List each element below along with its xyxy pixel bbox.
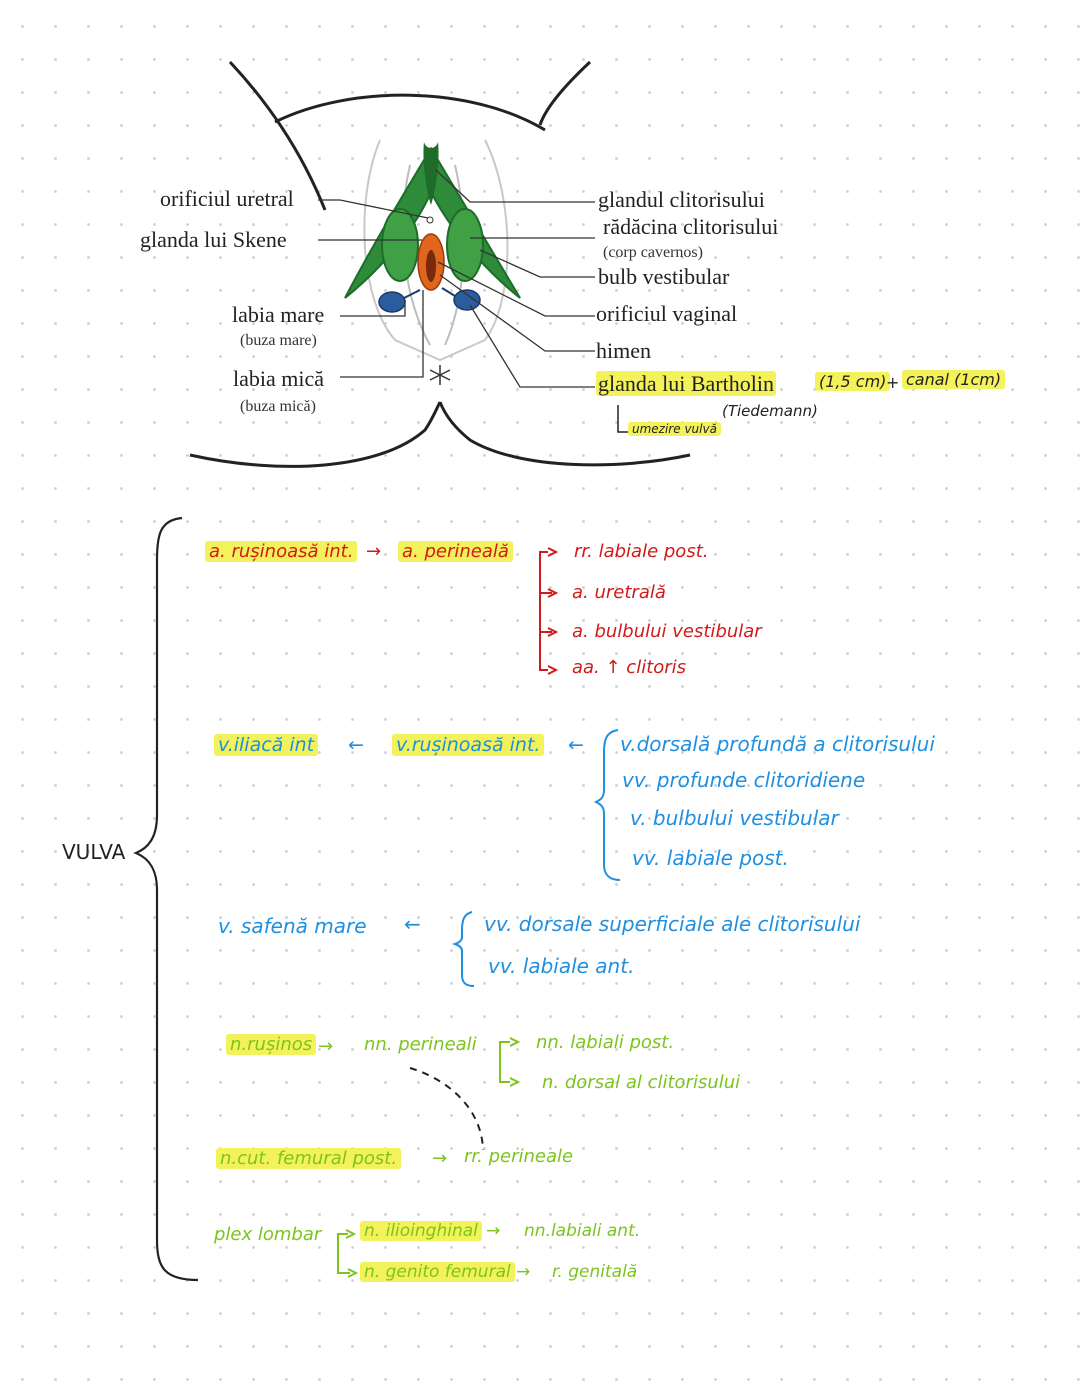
bartholin-duct-left [403,289,421,299]
note-canal: canal (1cm) [902,370,1006,389]
nerve-genital-branch: r. genitală [552,1262,638,1282]
nerve-bracket-pudendal [499,1041,510,1083]
artery-bracket [539,551,548,671]
label-glans: glandul clitorisului [598,187,765,212]
vein-dorsal-superficial: vv. dorsale superficiale ale clitorisulu… [484,912,861,936]
nerve-femoral-arrow: → [432,1148,448,1169]
artery-branch-clitoris: aa. ↑ clitoris [572,657,687,678]
vein-iliac-internal: v.iliacă int [214,734,319,756]
vein-brace-saphenous [451,911,475,987]
nerve-dorsal-clitoris: n. dorsal al clitorisului [542,1072,741,1093]
thigh-outline-left [228,60,327,211]
vein-dorsal-deep: v.dorsală profundă a clitorisului [620,732,935,756]
vein-bulb: v. bulbului vestibular [630,806,839,830]
leader-urethral [318,199,429,219]
artery-branch-labial-post: rr. labiale post. [574,541,709,562]
mons-outline [274,93,546,132]
bartholin-gland-right [453,289,481,311]
nerve-perineal: nn. perineali [364,1034,477,1055]
leader-labia-mare [340,300,406,317]
vaginal-opening [426,250,436,282]
label-labia-minor-sub: (buza mică) [240,398,316,415]
artery-branch-bulb: a. bulbului vestibular [572,621,762,642]
labia-major-outline [363,139,509,362]
nerve-genito-arrow: → [516,1262,531,1282]
nerve-labial-post: nn. labiali post. [536,1032,675,1053]
label-root-sub: (corp cavernos) [603,244,703,261]
vein-labial-post: vv. labiale post. [632,846,789,870]
nerve-ilio-arrow: → [486,1221,501,1241]
leader-bartholin [469,304,595,388]
vein-labial-ant: vv. labiale ant. [488,954,635,978]
buttock-outline-right [438,401,691,467]
nerve-genitofemoral: n. genito femural [360,1262,515,1282]
vein-saphenous-arrow: ← [404,912,421,936]
bartholin-duct-right [441,287,456,297]
label-vaginal-orifice: orificiul vaginal [596,301,738,326]
vulva-title: VULVA [62,840,126,864]
vein-pudendal-internal: v.rușinoasă int. [392,734,545,756]
nerve-femoral-cutaneous: n.cut. femural post. [216,1148,402,1169]
label-root: rădăcina clitorisului [603,214,779,239]
leader-hymen [439,274,595,352]
note-moisture: umezire vulvă [628,422,721,436]
note-tiedemann: (Tiedemann) [722,402,818,420]
label-labia-major-sub: (buza mare) [240,332,317,349]
vein-saphenous: v. safenă mare [218,914,367,938]
vein-deep-clitoral: vv. profunde clitoridiene [622,768,866,792]
label-bulb: bulb vestibular [598,264,730,289]
nerve-labial-ant: nn.labiali ant. [524,1221,641,1241]
artery-arrow: → [366,541,382,562]
label-hymen: himen [596,338,651,363]
urethral-dot [426,216,434,224]
label-bartholin: glanda lui Bartholin [596,371,776,396]
vestibular-bulb-left [381,208,419,282]
moisture-bracket [617,405,628,433]
leader-labia-mica [340,290,424,378]
leader-vaginal [437,261,595,317]
buttock-outline-left [189,401,442,468]
anus-mark [429,365,451,385]
dashed-connection [409,1067,484,1151]
label-labia-major: labia mare [232,302,325,327]
nerve-lumbar-plexus: plex lombar [214,1224,322,1245]
leader-glans [435,169,595,203]
leader-bulb [479,249,595,278]
clitoris-body [423,142,439,205]
vein-brace-internal [593,729,621,881]
nerve-bracket-lumbar [337,1233,350,1274]
label-labia-minor: labia mică [233,366,325,391]
label-urethral-orifice: orificiul uretral [160,186,294,211]
note-plus: + [886,373,900,392]
vestibular-bulb-right [446,208,484,282]
label-skene-gland: glanda lui Skene [140,227,287,252]
vein-arrow-1: ← [348,734,364,756]
nerve-pudendal: n.rușinos [226,1034,317,1055]
note-size: (1,5 cm) [815,372,891,391]
vulva-brace [133,516,199,1282]
vein-arrow-2: ← [568,734,584,756]
artery-perineal: a. perineală [398,541,513,562]
nerve-perineal-branches: rr. perineale [464,1146,574,1167]
bartholin-gland-left [378,291,406,313]
nerve-ilioinguinal: n. ilioinghinal [360,1221,482,1241]
thigh-outline-right [538,60,592,126]
nerve-pudendal-arrow: → [318,1036,334,1057]
artery-pudendal-internal: a. rușinoasă int. [205,541,358,562]
artery-branch-urethral: a. uretrală [572,582,666,603]
